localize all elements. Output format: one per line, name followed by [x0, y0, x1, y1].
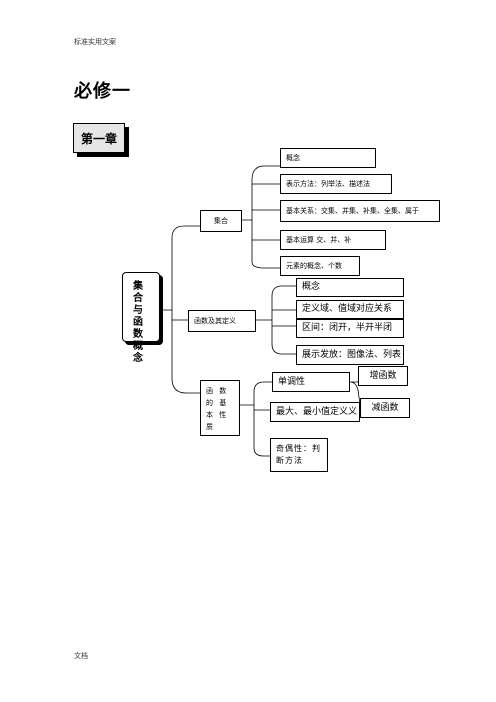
- node-function-representation: 展示发放：图像法、列表: [296, 345, 404, 365]
- connector-root: [160, 225, 200, 394]
- node-monotonicity: 单调性: [272, 372, 350, 392]
- chapter-badge: 第一章: [73, 123, 125, 153]
- page-footer: 文档: [74, 652, 88, 660]
- node-set-relations: 基本关系：交集、并集、补集、全集、属于: [280, 200, 440, 222]
- connector-set: [242, 165, 280, 269]
- node-set-concept: 概念: [280, 148, 376, 168]
- node-parity: 奇偶性：判断方法: [270, 438, 328, 472]
- root-line: 集 合: [133, 281, 151, 304]
- connector-properties: [240, 381, 272, 457]
- node-set: 集合: [200, 210, 242, 232]
- root-line: 念: [133, 353, 151, 364]
- node-set-elements: 元素的概念、个数: [280, 256, 360, 276]
- node-increasing-function: 增函数: [358, 366, 408, 386]
- root-line: 与 函: [133, 305, 151, 328]
- page-header: 标准实用文案: [74, 38, 116, 46]
- node-set-operations: 基本运算 交、并、补: [280, 230, 386, 250]
- node-decreasing-function: 减函数: [360, 398, 410, 418]
- page-title: 必修一: [74, 81, 131, 102]
- node-function-concept: 概念: [296, 278, 404, 297]
- node-function-definition: 函数及其定义: [188, 310, 256, 332]
- root-line: 数 概: [133, 329, 151, 352]
- node-function-interval: 区间：闭开，半开半闭: [296, 319, 404, 338]
- node-function-domain-range: 定义域、值域对应关系: [296, 300, 404, 319]
- root-node-set-and-function-concept: 集 合 与 函 数 概 念: [122, 272, 160, 364]
- node-function-properties: 函 数 的 基 本 性 质: [200, 380, 240, 436]
- connector-function: [256, 285, 296, 355]
- node-set-representation: 表示方法：列举法、描述法: [280, 174, 392, 194]
- node-max-min: 最大、最小值定义义: [270, 402, 360, 422]
